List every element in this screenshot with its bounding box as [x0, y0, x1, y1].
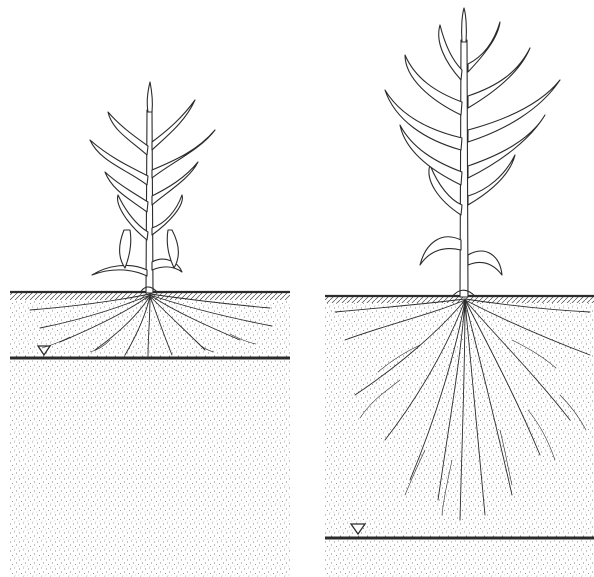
right-panel — [325, 8, 594, 577]
left-soil-profile — [10, 292, 290, 577]
left-corn-plant — [90, 82, 215, 293]
left-panel — [10, 82, 290, 577]
right-corn-plant — [385, 8, 560, 297]
right-soil-profile — [325, 296, 594, 577]
